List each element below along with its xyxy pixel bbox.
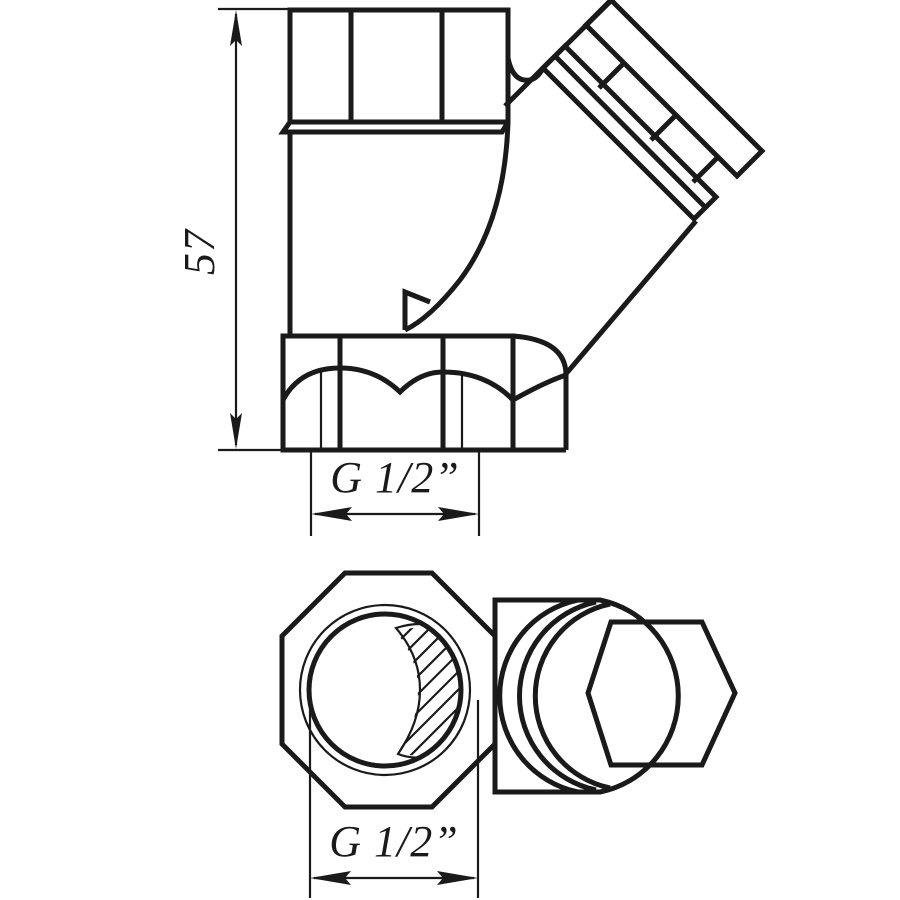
branch-end-nut-body (582, 0, 766, 180)
plug-cap-arc-2 (517, 599, 597, 793)
branch-inner-notch (402, 288, 431, 330)
height-dimension-57: 57 (175, 7, 292, 452)
angled-branch-body (503, 0, 720, 377)
bore-outer-thread-circle (298, 603, 472, 777)
plug-cap-arc-3 (532, 601, 611, 791)
top-socket-nut (278, 7, 511, 135)
bottom-nut-chamfer-wave-right (511, 372, 567, 403)
bottom-nut-chamfer-wave (280, 365, 515, 402)
thread-dim-plan-arrow-left (310, 871, 351, 885)
plug-cap-arc-1 (497, 597, 579, 795)
thread-dim-plan-label: G 1/2” (329, 817, 458, 866)
plug-cap-body (492, 597, 738, 795)
branch-edge-lower (563, 219, 698, 377)
plug-cap-hexagon (585, 619, 738, 768)
branch-inner-curve (403, 121, 511, 333)
height-dim-arrow-bottom (230, 413, 242, 449)
branch-shoulder-curve (505, 57, 546, 83)
thread-dimension-plan: G 1/2” (308, 700, 480, 898)
thread-dim-front-label: G 1/2” (330, 453, 459, 502)
branch-lower-left-edge (503, 66, 545, 108)
branch-end-nut-divider-1 (597, 61, 626, 90)
branch-tube-inner-line (554, 55, 708, 210)
bottom-plan-view (279, 570, 738, 810)
thread-dim-front-arrow-right (438, 507, 479, 521)
front-elevation-view (278, 0, 766, 453)
top-nut-body (287, 7, 511, 125)
branch-end-nut (582, 0, 766, 184)
bore-inner-circle (306, 611, 464, 769)
thread-dim-plan-arrow-right (437, 871, 478, 885)
bottom-hex-nut (280, 333, 569, 453)
bore-circles (298, 603, 472, 777)
thread-dimension-front: G 1/2” (309, 452, 481, 536)
height-dim-label: 57 (175, 228, 224, 275)
branch-tube-outer (539, 42, 720, 223)
height-dim-arrow-top (230, 10, 242, 46)
bottom-nut-corner-arc (512, 333, 569, 376)
branch-end-nut-divider-2 (649, 113, 678, 142)
branch-end-nut-divider-3 (691, 155, 720, 184)
thread-dim-front-arrow-left (311, 507, 352, 521)
